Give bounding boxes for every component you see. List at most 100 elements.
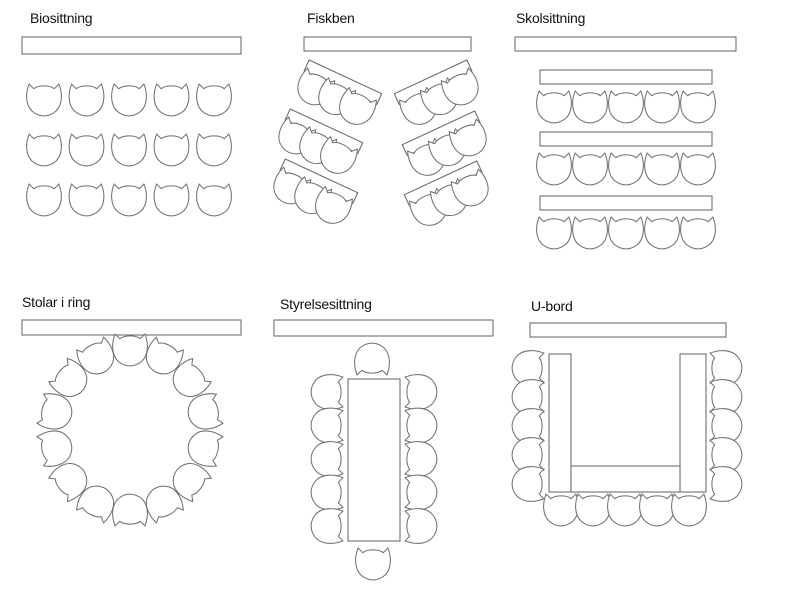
chair-icon bbox=[404, 374, 438, 410]
chair-icon bbox=[639, 493, 675, 527]
chair-icon bbox=[355, 547, 391, 581]
chair-icon bbox=[680, 216, 716, 250]
chair-icon bbox=[310, 508, 344, 544]
chair-icon bbox=[320, 135, 358, 174]
chair-icon bbox=[48, 357, 88, 397]
chair-icon bbox=[310, 441, 344, 477]
chair-icon bbox=[68, 183, 105, 217]
chair-icon bbox=[112, 333, 148, 367]
chair-icon bbox=[354, 342, 390, 376]
chair-icon bbox=[48, 463, 88, 503]
chair-icon bbox=[68, 133, 105, 167]
chair-icon bbox=[196, 133, 232, 167]
ubord-table-right bbox=[679, 353, 707, 493]
fisk-table-group bbox=[297, 59, 383, 125]
chair-icon bbox=[339, 86, 377, 125]
chair-icon bbox=[76, 485, 115, 524]
chair-icon bbox=[111, 133, 147, 167]
chair-icon bbox=[310, 474, 344, 511]
chair-icon bbox=[172, 357, 212, 397]
chair-icon bbox=[511, 350, 545, 386]
chair-icon bbox=[187, 393, 224, 430]
label-skolsittning: Skolsittning bbox=[516, 10, 586, 26]
chair-icon bbox=[536, 152, 572, 186]
label-biosittning: Biosittning bbox=[30, 10, 93, 26]
chair-icon bbox=[153, 183, 190, 217]
chair-icon bbox=[680, 152, 716, 186]
chair-icon bbox=[607, 493, 643, 527]
chair-icon bbox=[511, 379, 545, 415]
chair-icon bbox=[153, 133, 190, 167]
chair-icon bbox=[536, 90, 572, 124]
skol-table bbox=[539, 131, 713, 147]
ubord-stage-bar bbox=[529, 322, 727, 338]
chair-icon bbox=[572, 216, 608, 250]
chair-icon bbox=[404, 508, 438, 544]
chair-icon bbox=[644, 90, 680, 124]
chair-icon bbox=[404, 407, 438, 444]
chair-icon bbox=[440, 67, 479, 106]
chair-icon bbox=[196, 83, 232, 117]
chair-icon bbox=[76, 336, 115, 375]
chair-icon bbox=[36, 430, 73, 467]
chair-icon bbox=[196, 183, 232, 217]
styrelse-stage-bar bbox=[273, 319, 494, 337]
ubord-table-bottom bbox=[570, 465, 681, 493]
chair-icon bbox=[511, 466, 545, 502]
chair-icon bbox=[608, 216, 644, 250]
chair-icon bbox=[145, 336, 184, 375]
chair-icon bbox=[68, 83, 105, 117]
chair-icon bbox=[511, 437, 545, 473]
chair-icon bbox=[145, 485, 184, 524]
fisk-table-group bbox=[273, 158, 359, 224]
chair-icon bbox=[644, 152, 680, 186]
chair-icon bbox=[26, 133, 62, 167]
fisk-table-group bbox=[393, 59, 479, 125]
chair-icon bbox=[575, 493, 611, 527]
chair-icon bbox=[644, 216, 680, 250]
chair-icon bbox=[36, 393, 73, 430]
chair-icon bbox=[671, 493, 707, 527]
chair-icon bbox=[404, 441, 438, 477]
chair-icon bbox=[608, 152, 644, 186]
chair-icon bbox=[111, 183, 147, 217]
skol-table bbox=[539, 195, 713, 211]
chair-icon bbox=[26, 183, 62, 217]
label-u-bord: U-bord bbox=[531, 298, 573, 314]
skol-stage-bar bbox=[514, 36, 737, 52]
chair-icon bbox=[26, 83, 62, 117]
label-fiskben: Fiskben bbox=[307, 10, 355, 26]
chair-icon bbox=[536, 216, 572, 250]
bio-stage-bar bbox=[21, 36, 242, 55]
ubord-table-left bbox=[548, 353, 572, 493]
chair-icon bbox=[511, 408, 545, 444]
chair-icon bbox=[404, 474, 438, 511]
fisk-table-group bbox=[401, 110, 487, 176]
chair-icon bbox=[187, 430, 224, 467]
chair-icon bbox=[572, 152, 608, 186]
chair-icon bbox=[450, 168, 489, 207]
fisk-table-group bbox=[278, 108, 364, 174]
ring-stage-bar bbox=[21, 319, 242, 336]
chair-icon bbox=[448, 118, 487, 157]
chair-icon bbox=[310, 374, 344, 410]
chair-icon bbox=[315, 185, 353, 224]
label-stolar-i-ring: Stolar i ring bbox=[22, 294, 91, 310]
chair-icon bbox=[172, 463, 212, 503]
chair-icon bbox=[680, 90, 716, 124]
chair-icon bbox=[112, 493, 148, 527]
chair-icon bbox=[608, 90, 644, 124]
fisk-table-group bbox=[403, 160, 489, 226]
chair-icon bbox=[111, 83, 147, 117]
chair-icon bbox=[709, 466, 743, 502]
fisk-stage-bar bbox=[303, 36, 472, 52]
skol-table bbox=[539, 69, 713, 85]
chair-icon bbox=[153, 83, 190, 117]
chair-icon bbox=[543, 493, 579, 527]
label-styrelsesittning: Styrelsesittning bbox=[280, 296, 372, 312]
chair-icon bbox=[310, 407, 344, 444]
chair-icon bbox=[572, 90, 608, 124]
styrelse-table bbox=[347, 378, 401, 542]
